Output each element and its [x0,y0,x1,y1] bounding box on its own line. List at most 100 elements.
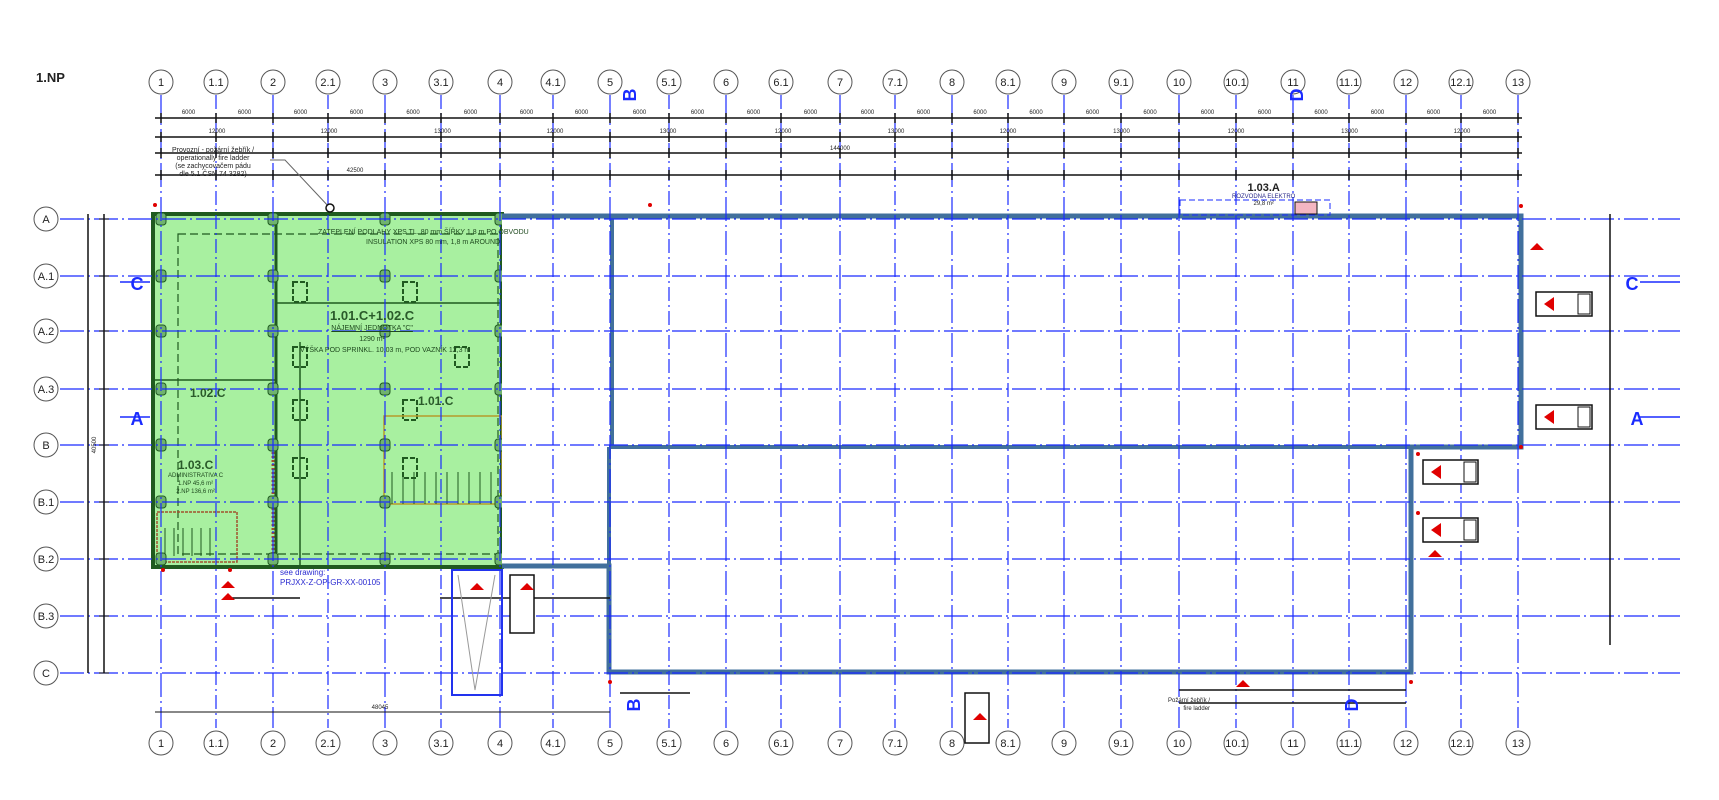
grid-label: 1 [158,77,164,89]
section-marker-c-left: C [131,274,144,294]
dimension-value: 6000 [350,110,364,116]
room-id: 1.01.C+1.02.C [330,308,415,323]
grid-label: B [42,440,49,452]
grid-bubble [33,660,59,686]
skylight-opening [292,346,308,368]
grid-label: 9.1 [1113,738,1128,750]
grid-bubble [372,730,398,756]
dimension-value: 6000 [691,110,705,116]
grid-bubble [656,69,682,95]
grid-label: 10 [1173,77,1185,89]
grid-label: 11.1 [1339,738,1360,750]
insulation-line: ZATEPLENÍ PODLAHY XPS TL. 80 mm ŠÍŘKY 1,… [318,229,529,236]
elevation-marker [161,568,165,572]
grid-bubble [1336,69,1362,95]
truck-cab [1577,406,1591,428]
entrance-arrow-icon [1236,680,1250,687]
grid-label: 7.1 [887,738,902,750]
room-1-03-c: 1.03.C ADMINISTRATIVA C 1.NP 45,6 m² 2.N… [168,459,223,496]
skylight-opening [402,281,418,303]
dimension-value: 6000 [973,110,987,116]
note-line: operationally fire ladder [176,155,250,162]
elevation-marker [1519,204,1523,208]
dimension-value: 6000 [1201,110,1215,116]
grid-bubble [1223,730,1249,756]
room-id: 1.03.C [177,458,214,472]
dock-truck [1535,404,1593,430]
room-area-2: 2.NP 136,6 m² [176,489,215,495]
grid-bubble [1108,69,1134,95]
sanitary-block [156,511,238,563]
drawing-reference-link[interactable]: PRJXX-Z-OP-GR-XX-00105 [280,578,381,587]
grid-bubble [713,730,739,756]
grid-bubble [882,730,908,756]
building-outline [502,213,1524,675]
grid-label: B.3 [38,611,55,623]
dimension-value: 6000 [238,110,252,116]
grid-bubble [315,730,341,756]
grid-bubble [1166,69,1192,95]
dimension-value: 12000 [1454,129,1471,135]
grid-label: 5 [607,77,613,89]
grid-bubble [487,69,513,95]
grid-label: 10 [1173,738,1185,750]
grid-label: 4 [497,77,503,89]
note-line: dle 5.1 ČSN 74 3282) [179,171,247,178]
grid-bubble [203,69,229,95]
elevation-marker [608,680,612,684]
section-letter: B [620,89,640,102]
truck-cab [1463,461,1477,483]
grid-label: 6.1 [773,77,788,89]
elevation-marker [1519,445,1523,449]
grid-label: 10.1 [1225,77,1246,89]
grid-bubble [1336,730,1362,756]
see-drawing-note[interactable]: see drawing: PRJXX-Z-OP-GR-XX-00105 [280,568,380,588]
room-1-03-a: 1.03.A ROZVODNA ELEKTRO 29,8 m² [1232,182,1295,208]
grid-bubble [540,730,566,756]
grid-label: 8 [949,738,955,750]
dimension-value: 12000 [775,129,792,135]
dimension-value: 6000 [294,110,308,116]
grid-label: 9.1 [1113,77,1128,89]
grid-label: 7.1 [887,77,902,89]
grid-label: 12 [1400,77,1412,89]
section-marker-d-bottom: D [1342,699,1362,712]
grid-bubble [487,730,513,756]
grid-bubble [1223,69,1249,95]
grid-label: 8.1 [1000,77,1015,89]
grid-bubble [995,730,1021,756]
section-letter: A [131,409,144,429]
entrance-arrow-icon [1431,465,1441,479]
skylight-opening [292,281,308,303]
ramp-slope [457,574,496,691]
grid-label: 12 [1400,738,1412,750]
grid-bubble [597,69,623,95]
room-area: 1290 m² [359,336,385,343]
elevation-marker [1409,680,1413,684]
grid-bubble [260,69,286,95]
entrance-arrow-icon [221,593,235,600]
grid-label: 2.1 [320,77,335,89]
dimension-value: 6000 [861,110,875,116]
dimension-value: 13000 [1113,129,1130,135]
section-letter: A [1631,409,1644,429]
grid-bubble [428,730,454,756]
grid-bubble [540,69,566,95]
entrance-arrow-icon [1431,523,1441,537]
grid-label: 3.1 [433,77,448,89]
insulation-line: INSULATION XPS 80 mm, 1,8 m AROUND [366,239,501,246]
grid-label: 8.1 [1000,738,1015,750]
skylight-opening [402,457,418,479]
dimension-value: 6000 [804,110,818,116]
grid-label: A.1 [38,271,55,283]
dock-truck [1535,291,1593,317]
grid-label: 10.1 [1225,738,1246,750]
grid-bubble [148,730,174,756]
grid-bubble [372,69,398,95]
grid-label: 6 [723,77,729,89]
grid-bubble [656,730,682,756]
elevation-marker [1416,452,1420,456]
grid-bubble [1448,730,1474,756]
grid-bubble [1448,69,1474,95]
